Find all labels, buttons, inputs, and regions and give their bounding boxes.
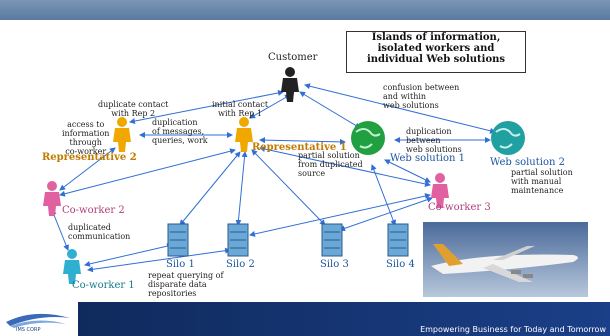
silo-3-server [321, 223, 343, 257]
silo-2-label: Silo 2 [226, 259, 255, 270]
silo-4-server [387, 223, 409, 257]
web-solution-2-label: Web solution 2 [490, 157, 565, 168]
representative-2-figure [113, 117, 131, 152]
representative-1-label: Representative 1 [252, 142, 347, 153]
company-logo [6, 313, 70, 328]
arrow-coworker2-coworker1 [51, 209, 69, 251]
coworker-2-label: Co-worker 2 [62, 205, 125, 216]
footer-bar: Empowering Business for Today and Tomorr… [0, 302, 610, 336]
web-solution-1-label: Web solution 1 [390, 153, 465, 164]
title-line-1: Islands of information, [371, 32, 501, 43]
arrow-rep1-silo1 [179, 151, 241, 226]
arrow-rep2-coworker2 [59, 147, 116, 191]
representative-2-label: Representative 2 [42, 152, 137, 163]
silo-1-server [167, 223, 189, 257]
web-solution-1-globe [351, 121, 385, 155]
coworker-2-figure [43, 181, 61, 216]
arrow-coworker1-silo2 [87, 247, 231, 273]
diagram-title-box: Islands of information, isolated workers… [346, 31, 526, 73]
arrow-coworker1-silo1 [84, 243, 173, 267]
web-solution-2-globe [491, 121, 525, 155]
arrow-web1-coworker3 [384, 159, 431, 183]
arrow-customer-web1 [299, 91, 361, 129]
coworker-3-label: Co-worker 3 [428, 202, 491, 213]
title-line-2: isolated workers and [377, 43, 495, 54]
silo-3-label: Silo 3 [320, 259, 349, 270]
arrow-rep1-silo2 [235, 151, 248, 226]
arrow-rep1-web1 [259, 137, 346, 145]
arrow-web1-silo4 [370, 164, 397, 226]
title-line-3: individual Web solutions [366, 54, 506, 65]
arrow-coworker3-silo3 [339, 196, 433, 232]
representative-1-figure [235, 117, 253, 152]
footer-band: Empowering Business for Today and Tomorr… [78, 302, 610, 336]
silo-4-label: Silo 4 [386, 259, 415, 270]
customer-label: Customer [268, 52, 318, 63]
footer-tagline: Empowering Business for Today and Tomorr… [420, 325, 606, 334]
arrow-customer-rep1 [249, 94, 291, 119]
header-bar [0, 0, 610, 20]
coworker-1-label: Co-worker 1 [72, 280, 135, 291]
coworker-3-figure [431, 173, 449, 208]
logo-text: IMS CORP [16, 327, 41, 333]
silo-1-label: Silo 1 [166, 259, 195, 270]
arrow-customer-web2 [304, 83, 496, 134]
silo-2-server [227, 223, 249, 257]
customer-figure [281, 67, 299, 102]
airplane-photo [423, 222, 588, 297]
coworker-1-figure [63, 249, 81, 284]
